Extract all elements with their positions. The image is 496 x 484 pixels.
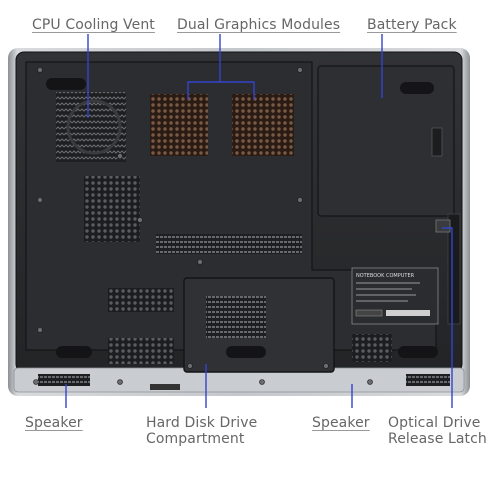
graphics-vent-left xyxy=(150,94,208,156)
front-connector xyxy=(150,384,180,390)
optical-drive-rail xyxy=(447,213,461,325)
sticker-title: NOTEBOOK COMPUTER xyxy=(356,273,415,279)
label-optical-drive-latch: Optical Drive Release Latch xyxy=(388,415,487,447)
right-vent xyxy=(352,334,392,362)
hdd-vent xyxy=(206,296,266,338)
label-odd-line2: Release Latch xyxy=(388,431,487,447)
long-slot-vent xyxy=(156,234,302,254)
battery-pack xyxy=(317,65,455,217)
lower-vent-1 xyxy=(108,288,174,312)
battery-grip xyxy=(400,82,434,94)
graphics-vent-right xyxy=(232,94,294,156)
label-odd-line1: Optical Drive xyxy=(388,415,481,431)
rubber-foot xyxy=(226,346,266,358)
rubber-foot xyxy=(46,78,86,90)
label-hdd-line2: Compartment xyxy=(146,431,245,447)
callout-lines xyxy=(65,34,453,408)
label-hdd-line1: Hard Disk Drive xyxy=(146,415,258,431)
label-speaker-right: Speaker xyxy=(312,415,370,431)
label-hdd-compartment: Hard Disk Drive Compartment xyxy=(146,415,257,447)
label-graphics-modules: Dual Graphics Modules xyxy=(177,17,341,33)
optical-drive-latch xyxy=(435,219,451,233)
label-battery-pack: Battery Pack xyxy=(367,17,457,33)
rubber-foot xyxy=(56,346,92,358)
lower-vent-2 xyxy=(108,338,174,364)
speaker-grille-right xyxy=(406,374,450,386)
rubber-foot xyxy=(398,346,438,358)
label-speaker-left: Speaker xyxy=(25,415,83,431)
speaker-grille-left xyxy=(38,374,90,386)
battery-latch xyxy=(431,127,443,157)
label-cpu-vent: CPU Cooling Vent xyxy=(32,17,155,33)
cpu-fan xyxy=(66,99,122,155)
middle-vent-grille xyxy=(84,176,140,242)
